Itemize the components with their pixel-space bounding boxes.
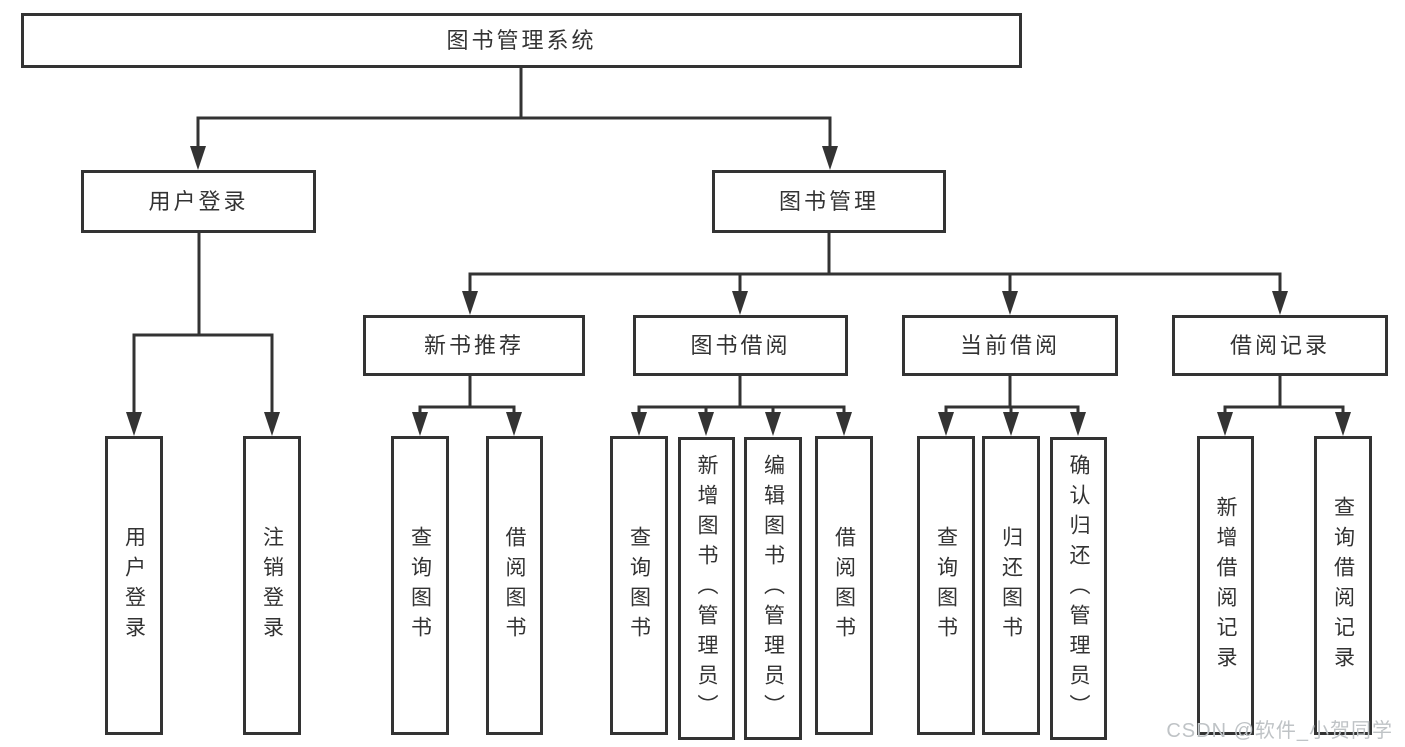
leaf-label: 查询图书 xyxy=(408,525,432,646)
node-borrow-records: 借阅记录 xyxy=(1172,315,1388,376)
leaf-label: 新增图书（管理员） xyxy=(695,453,718,724)
node-label: 图书借阅 xyxy=(690,332,791,358)
leaf-label: 编辑图书（管理员） xyxy=(761,453,785,724)
node-user-login: 用户登录 xyxy=(81,170,316,233)
leaf-query-books-borrow: 查询图书 xyxy=(610,436,668,735)
leaf-label: 注销登录 xyxy=(260,525,284,646)
leaf-label: 查询借阅记录 xyxy=(1331,495,1355,676)
leaf-query-borrow-record: 查询借阅记录 xyxy=(1314,436,1372,735)
leaf-label: 用户登录 xyxy=(122,525,146,646)
node-book-borrow: 图书借阅 xyxy=(633,315,848,376)
leaf-label: 确认归还（管理员） xyxy=(1067,453,1090,724)
node-current-borrow: 当前借阅 xyxy=(902,315,1118,376)
csdn-watermark: CSDN @软件_小贺同学 xyxy=(1166,720,1393,742)
leaf-add-borrow-record: 新增借阅记录 xyxy=(1197,436,1254,735)
node-label: 图书管理系统 xyxy=(446,27,597,53)
leaf-user-login: 用户登录 xyxy=(105,436,163,735)
leaf-label: 借阅图书 xyxy=(503,525,526,646)
node-label: 图书管理 xyxy=(778,188,879,214)
node-label: 借阅记录 xyxy=(1229,332,1330,358)
leaf-label: 查询图书 xyxy=(627,525,651,646)
leaf-label: 查询图书 xyxy=(934,525,958,646)
leaf-query-books-current: 查询图书 xyxy=(917,436,975,735)
leaf-logout: 注销登录 xyxy=(243,436,301,735)
leaf-confirm-return-admin: 确认归还（管理员） xyxy=(1050,437,1107,740)
leaf-borrow-books-recommend: 借阅图书 xyxy=(486,436,543,735)
node-label: 当前借阅 xyxy=(959,332,1060,358)
node-new-book-recommend: 新书推荐 xyxy=(363,315,585,376)
leaf-edit-books-admin: 编辑图书（管理员） xyxy=(744,437,802,740)
node-book-management: 图书管理 xyxy=(712,170,946,233)
leaf-return-books: 归还图书 xyxy=(982,436,1040,735)
node-label: 用户登录 xyxy=(148,188,249,214)
leaf-borrow-books-borrow: 借阅图书 xyxy=(815,436,873,735)
node-label: 新书推荐 xyxy=(423,332,524,358)
leaf-label: 借阅图书 xyxy=(832,525,856,646)
leaf-label: 归还图书 xyxy=(999,525,1023,646)
arrowheads xyxy=(126,146,1351,436)
node-library-management-system: 图书管理系统 xyxy=(21,13,1022,68)
leaf-query-books-recommend: 查询图书 xyxy=(391,436,449,735)
leaf-label: 新增借阅记录 xyxy=(1214,495,1237,676)
leaf-add-books-admin: 新增图书（管理员） xyxy=(678,437,735,740)
